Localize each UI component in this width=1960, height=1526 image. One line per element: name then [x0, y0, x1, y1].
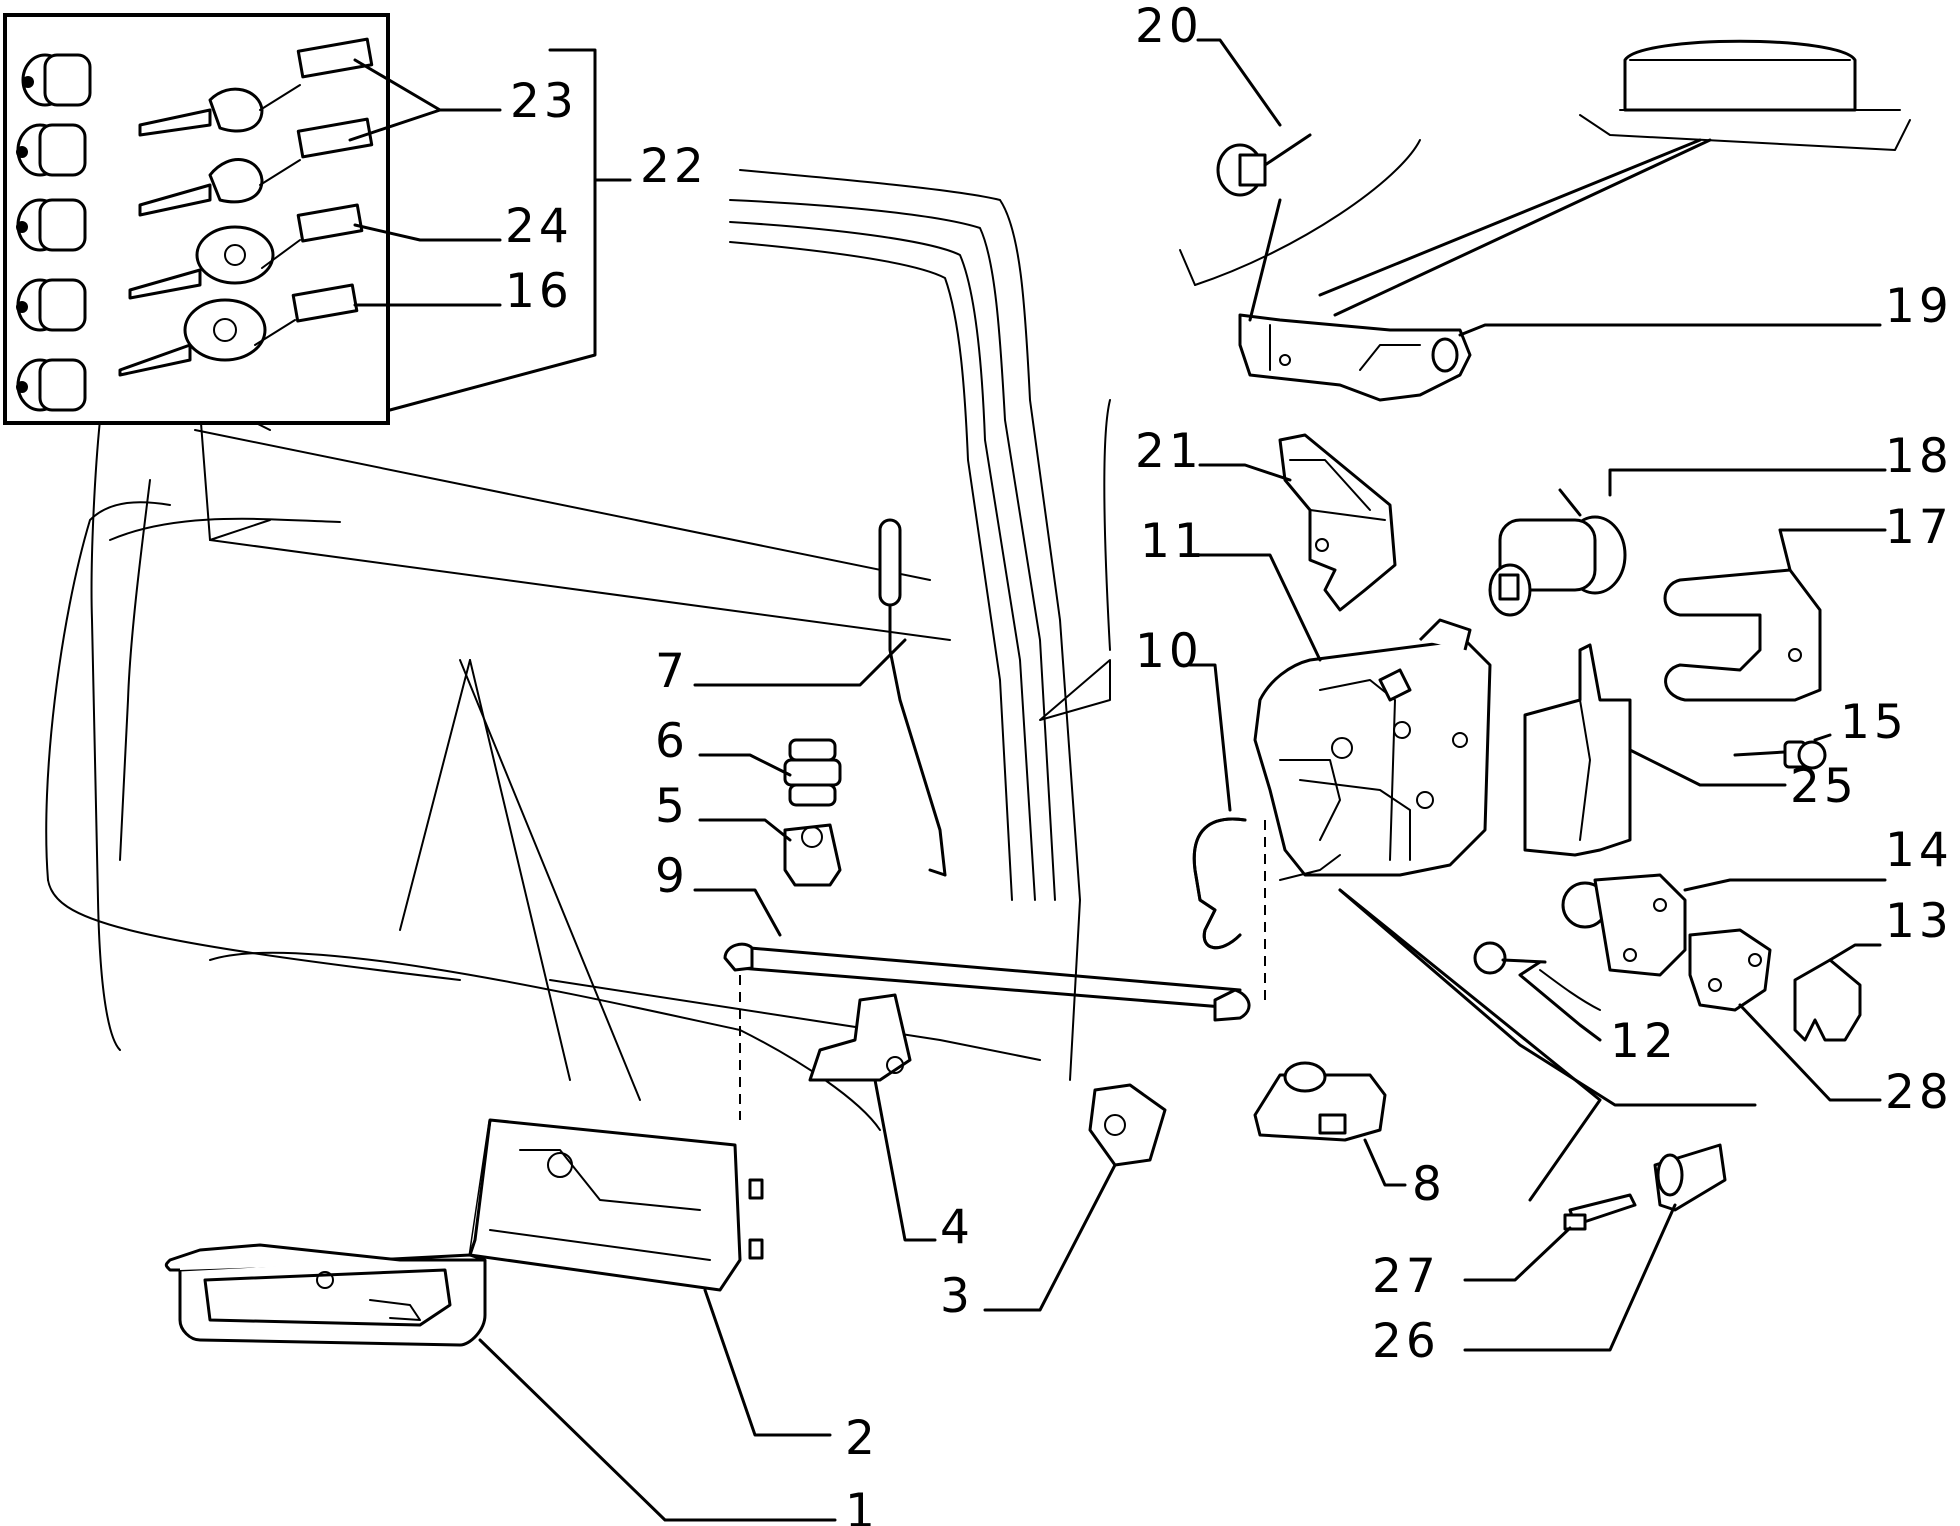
outer-handle-bezel: [164, 1243, 487, 1347]
striker-19: [1238, 313, 1472, 402]
inner-handle: [468, 1118, 764, 1292]
callout-25: 25: [1790, 759, 1858, 814]
key-set-inset: [3, 13, 390, 425]
callout-5: 5: [655, 779, 689, 834]
callout-19: 19: [1885, 279, 1953, 334]
callout-11: 11: [1140, 514, 1208, 569]
callout-27: 27: [1372, 1249, 1440, 1304]
key-icon: [138, 117, 374, 217]
lock-cylinder-icon: [16, 358, 87, 412]
connector-8: [1253, 1061, 1387, 1142]
callout-14: 14: [1885, 823, 1953, 878]
screw-12: [1473, 941, 1547, 975]
pin-27: [1563, 1193, 1637, 1231]
callout-8: 8: [1412, 1157, 1446, 1212]
callout-2: 2: [845, 1411, 879, 1466]
callout-7: 7: [655, 644, 689, 699]
bushing-6: [783, 738, 842, 807]
plate-28: [1688, 928, 1772, 1012]
rod-clip-4: [808, 993, 912, 1082]
seal-25: [1523, 643, 1632, 857]
callout-10: 10: [1135, 624, 1203, 679]
callout-15: 15: [1840, 695, 1908, 750]
key-icon: [128, 203, 364, 300]
door-frame-outline: [45, 109, 1911, 1131]
retaining-clip-17: [1663, 568, 1822, 702]
key-icon: [138, 37, 374, 137]
callout-13: 13: [1885, 894, 1953, 949]
callout-1: 1: [845, 1484, 879, 1526]
callout-6: 6: [655, 714, 689, 769]
clip-3: [1088, 1083, 1167, 1167]
callout-16: 16: [505, 264, 573, 319]
cover-shell-top: [1623, 39, 1857, 112]
callout-20: 20: [1135, 0, 1203, 54]
callout-12: 12: [1610, 1014, 1678, 1069]
screw-15: [1733, 740, 1827, 770]
callout-26: 26: [1372, 1314, 1440, 1369]
lock-cylinder-18: [1488, 488, 1627, 617]
callout-labels: 1 2 3 4 5 6 7 8 9 10 11 12 13 14 15 16 1…: [505, 0, 1953, 1526]
rod-10: [1192, 817, 1247, 950]
callout-23: 23: [510, 74, 578, 129]
connector-26: [1653, 1143, 1727, 1212]
leader-lines: [348, 38, 1887, 1522]
callout-4: 4: [940, 1200, 974, 1255]
latch-mechanism-11: [1253, 618, 1492, 881]
callout-18: 18: [1885, 429, 1953, 484]
clip-13: [1793, 958, 1862, 1042]
lock-cylinder-icon: [16, 278, 87, 332]
lock-cylinder-icon: [21, 53, 92, 107]
bracket-14: [1561, 873, 1687, 977]
callout-22: 22: [640, 139, 708, 194]
nut-5: [783, 823, 842, 887]
rod-7: [878, 518, 947, 877]
callout-9: 9: [655, 849, 689, 904]
plate-21: [1278, 433, 1397, 612]
callout-3: 3: [940, 1269, 974, 1324]
bolt-20: [1216, 133, 1312, 197]
lock-cylinder-icon: [16, 123, 87, 177]
callout-24: 24: [505, 199, 573, 254]
key-icon: [118, 283, 359, 377]
callout-17: 17: [1885, 500, 1953, 555]
rod-9: [723, 942, 1251, 1022]
callout-21: 21: [1135, 424, 1203, 479]
callout-28: 28: [1885, 1065, 1953, 1120]
lock-cylinder-icon: [16, 198, 87, 252]
